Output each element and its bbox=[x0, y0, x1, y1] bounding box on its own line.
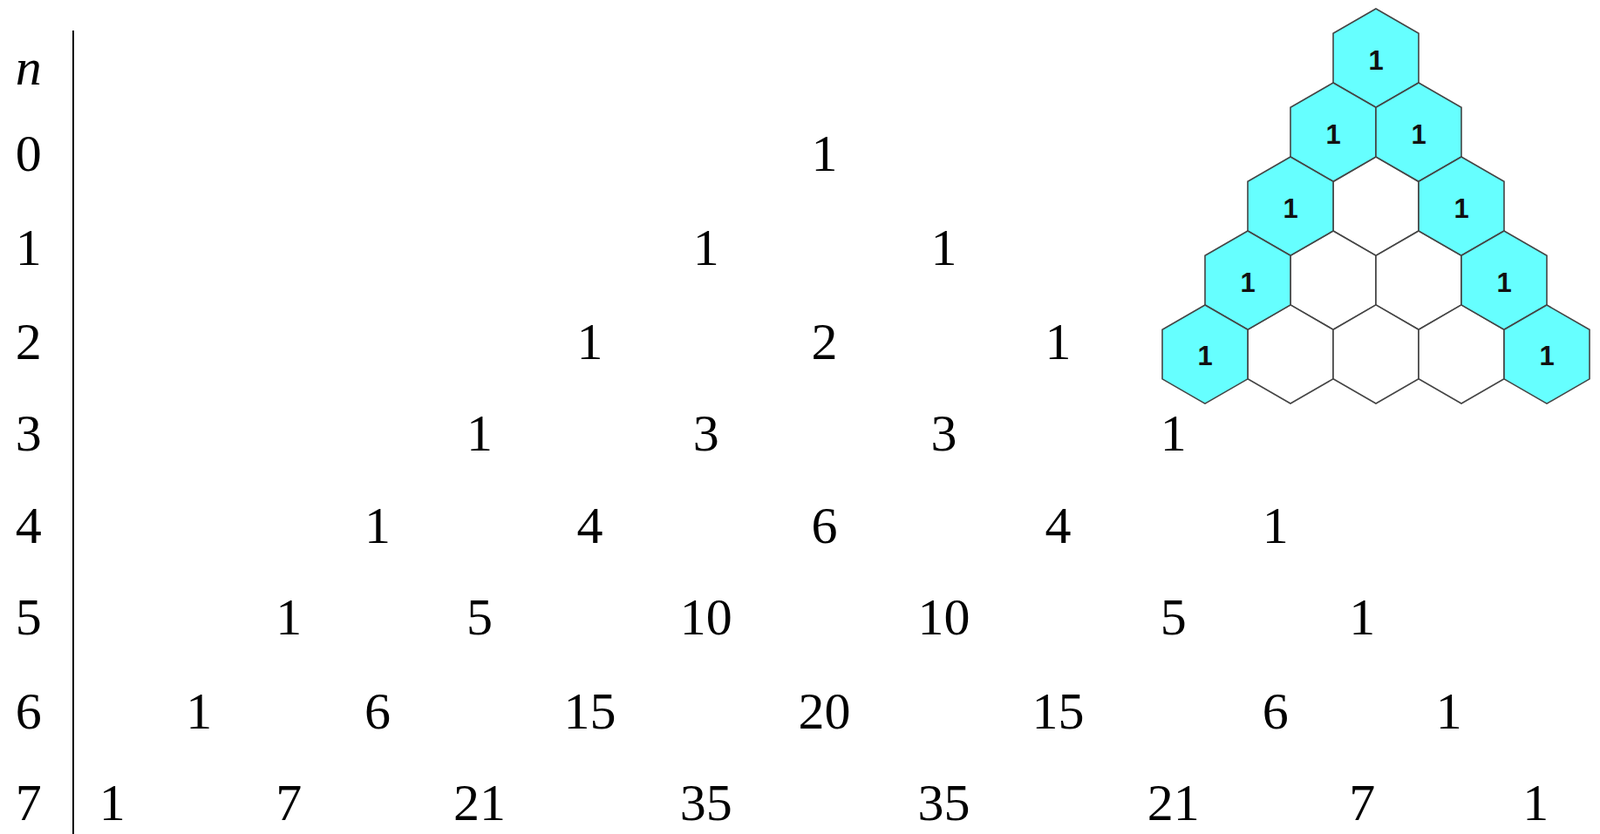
table-cell: 6 bbox=[1262, 682, 1289, 741]
table-cell: 1 bbox=[811, 124, 838, 183]
table-cell-holder: 3 bbox=[693, 407, 720, 460]
row-number-holder: 3 bbox=[15, 407, 42, 460]
table-cell: 6 bbox=[811, 497, 838, 555]
table-cell: 1 bbox=[1262, 497, 1289, 555]
cell-value: 1 bbox=[1504, 305, 1590, 404]
table-cell-holder: 1 bbox=[1262, 499, 1289, 552]
row-number-holder: 5 bbox=[15, 591, 42, 644]
table-cell-holder: 1 bbox=[275, 591, 302, 644]
table-cell-holder: 7 bbox=[275, 776, 302, 830]
table-cell-holder: 21 bbox=[1147, 776, 1200, 830]
hexagon-cell: 1 bbox=[1162, 305, 1248, 404]
table-cell-holder: 6 bbox=[1262, 685, 1289, 738]
hexagon-cell: 1 bbox=[1504, 305, 1590, 404]
row-number-holder: 2 bbox=[15, 315, 42, 368]
table-cell-holder: 35 bbox=[918, 776, 971, 830]
table-cell-holder: 15 bbox=[1032, 685, 1085, 738]
table-cell: 1 bbox=[693, 218, 720, 277]
table-cell: 35 bbox=[680, 774, 733, 832]
table-cell: 1 bbox=[364, 497, 391, 555]
table-cell: 1 bbox=[1045, 313, 1072, 371]
table-cell-holder: 1 bbox=[576, 315, 603, 368]
table-cell: 15 bbox=[563, 682, 616, 741]
row-number: 4 bbox=[15, 497, 42, 555]
table-cell: 6 bbox=[364, 682, 391, 741]
row-number-holder: 6 bbox=[15, 685, 42, 738]
table-cell-holder: 4 bbox=[576, 499, 603, 552]
table-cell: 7 bbox=[275, 774, 302, 832]
table-cell: 1 bbox=[931, 218, 958, 277]
table-cell: 1 bbox=[1348, 588, 1376, 647]
table-cell-holder: 10 bbox=[680, 591, 733, 644]
table-cell-holder: 1 bbox=[364, 499, 391, 552]
table-cell-holder: 35 bbox=[680, 776, 733, 830]
row-number: 6 bbox=[15, 682, 42, 741]
table-cell-holder: 2 bbox=[811, 315, 838, 368]
table-cell-holder: 1 bbox=[931, 221, 958, 274]
table-cell: 4 bbox=[1045, 497, 1072, 555]
table-cell: 15 bbox=[1032, 682, 1085, 741]
row-number-holder: 4 bbox=[15, 499, 42, 552]
table-cell: 10 bbox=[680, 588, 733, 647]
table-cell-holder: 21 bbox=[453, 776, 506, 830]
table-cell: 1 bbox=[1522, 774, 1549, 832]
row-number: 2 bbox=[15, 313, 42, 371]
row-number-holder: 1 bbox=[15, 221, 42, 274]
table-cell-holder: 1 bbox=[185, 685, 212, 738]
row-number: 0 bbox=[15, 124, 42, 183]
row-number-holder: 0 bbox=[15, 127, 42, 180]
table-cell-holder: 1 bbox=[99, 776, 126, 830]
axis-line bbox=[72, 30, 75, 834]
table-cell-holder: 10 bbox=[918, 591, 971, 644]
table-cell: 21 bbox=[453, 774, 506, 832]
axis-label-holder: n bbox=[15, 40, 42, 94]
table-cell-holder: 1 bbox=[466, 407, 493, 460]
table-cell: 5 bbox=[1160, 588, 1187, 647]
row-number: 5 bbox=[15, 588, 42, 647]
table-cell-holder: 6 bbox=[811, 499, 838, 552]
table-cell: 7 bbox=[1348, 774, 1376, 832]
table-cell-holder: 3 bbox=[931, 407, 958, 460]
table-cell-holder: 5 bbox=[1160, 591, 1187, 644]
table-cell-holder: 7 bbox=[1348, 776, 1376, 830]
table-cell: 20 bbox=[798, 682, 852, 741]
row-number: 3 bbox=[15, 404, 42, 463]
table-cell: 1 bbox=[1436, 682, 1463, 741]
table-cell-holder: 4 bbox=[1045, 499, 1072, 552]
table-cell-holder: 1 bbox=[1045, 315, 1072, 368]
table-cell-holder: 1 bbox=[1348, 591, 1376, 644]
table-cell: 4 bbox=[576, 497, 603, 555]
table-cell: 3 bbox=[693, 404, 720, 463]
table-cell: 1 bbox=[1160, 404, 1187, 463]
table-cell-holder: 6 bbox=[364, 685, 391, 738]
table-cell: 1 bbox=[185, 682, 212, 741]
cell-value: 1 bbox=[1162, 305, 1248, 404]
table-cell-holder: 1 bbox=[693, 221, 720, 274]
row-number: 7 bbox=[15, 774, 42, 832]
table-cell: 21 bbox=[1147, 774, 1200, 832]
table-cell-holder: 1 bbox=[1522, 776, 1549, 830]
row-number: 1 bbox=[15, 218, 42, 277]
table-cell: 1 bbox=[99, 774, 126, 832]
table-cell-holder: 1 bbox=[1436, 685, 1463, 738]
table-cell: 35 bbox=[918, 774, 971, 832]
table-cell: 5 bbox=[466, 588, 493, 647]
table-cell-holder: 5 bbox=[466, 591, 493, 644]
axis-label: n bbox=[15, 38, 42, 96]
table-cell-holder: 20 bbox=[798, 685, 852, 738]
table-cell: 10 bbox=[918, 588, 971, 647]
table-cell: 1 bbox=[466, 404, 493, 463]
row-number-holder: 7 bbox=[15, 776, 42, 830]
table-cell-holder: 15 bbox=[563, 685, 616, 738]
table-cell-holder: 1 bbox=[811, 127, 838, 180]
table-cell: 3 bbox=[931, 404, 958, 463]
table-cell: 1 bbox=[275, 588, 302, 647]
table-cell: 2 bbox=[811, 313, 838, 371]
table-cell-holder: 1 bbox=[1160, 407, 1187, 460]
table-cell: 1 bbox=[576, 313, 603, 371]
